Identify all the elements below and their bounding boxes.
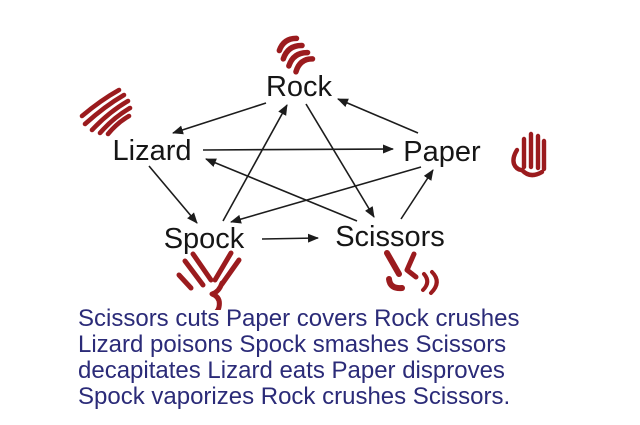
scissors-hand-icon — [384, 250, 439, 295]
lizard-hand-icon — [79, 87, 133, 137]
edge-paper-disproves-spock — [230, 166, 422, 224]
edge-spock-vaporizes-rock — [222, 104, 288, 222]
spock-hand-icon — [176, 250, 242, 310]
rules-caption: Scissors cuts Paper covers Rock crushes … — [78, 306, 548, 410]
caption-line-4: Spock vaporizes Rock crushes Scissors. — [78, 383, 511, 410]
edge-paper-covers-rock — [337, 98, 419, 134]
caption-line-2: Lizard poisons Spock smashes Scissors — [78, 331, 507, 358]
node-label-paper: Paper — [403, 136, 481, 168]
node-label-spock: Spock — [164, 223, 245, 255]
edge-spock-smashes-scissors — [261, 233, 319, 243]
node-label-lizard: Lizard — [113, 135, 192, 167]
edges-layer — [148, 98, 434, 243]
edge-rock-crushes-scissors — [305, 103, 375, 218]
edge-lizard-poisons-spock — [148, 165, 198, 224]
edge-rock-crushes-lizard — [172, 102, 267, 135]
edge-lizard-eats-paper — [202, 144, 394, 154]
edge-scissors-decapitates-lizard — [205, 158, 358, 222]
fist-icon — [276, 35, 316, 75]
node-label-rock: Rock — [266, 71, 333, 103]
caption-line-3: decapitates Lizard eats Paper disproves — [78, 357, 505, 384]
caption-line-1: Scissors cuts Paper covers Rock crushes — [78, 305, 520, 332]
edge-scissors-cuts-paper — [400, 169, 434, 220]
node-label-scissors: Scissors — [335, 221, 445, 253]
paper-hand-icon — [511, 131, 547, 178]
